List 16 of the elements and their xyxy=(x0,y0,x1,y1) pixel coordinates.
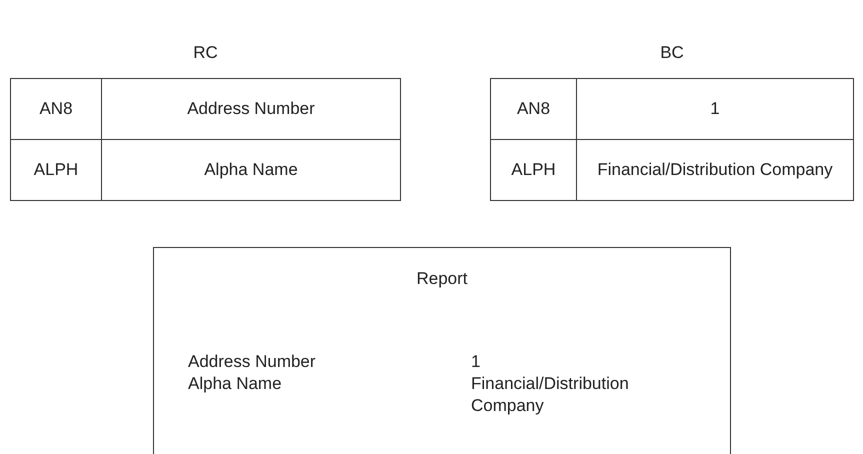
table-title: RC xyxy=(192,42,219,64)
report-title: Report xyxy=(415,268,469,290)
table-cell: AN8 xyxy=(10,78,102,140)
field-value: 1 xyxy=(471,351,482,373)
table-cell: Financial/Distribution Company xyxy=(576,139,854,201)
table-cell: ALPH xyxy=(10,139,102,201)
field-name: Address Number xyxy=(188,351,317,373)
table-cell: Alpha Name xyxy=(101,139,401,201)
table-title: BC xyxy=(659,42,685,64)
report-box xyxy=(153,247,731,454)
table-cell: ALPH xyxy=(490,139,577,201)
field-value: Financial/Distribution Company xyxy=(471,373,630,417)
table-cell: AN8 xyxy=(490,78,577,140)
table-cell: Address Number xyxy=(101,78,401,140)
table-cell: 1 xyxy=(576,78,854,140)
field-name: Alpha Name xyxy=(188,373,283,395)
